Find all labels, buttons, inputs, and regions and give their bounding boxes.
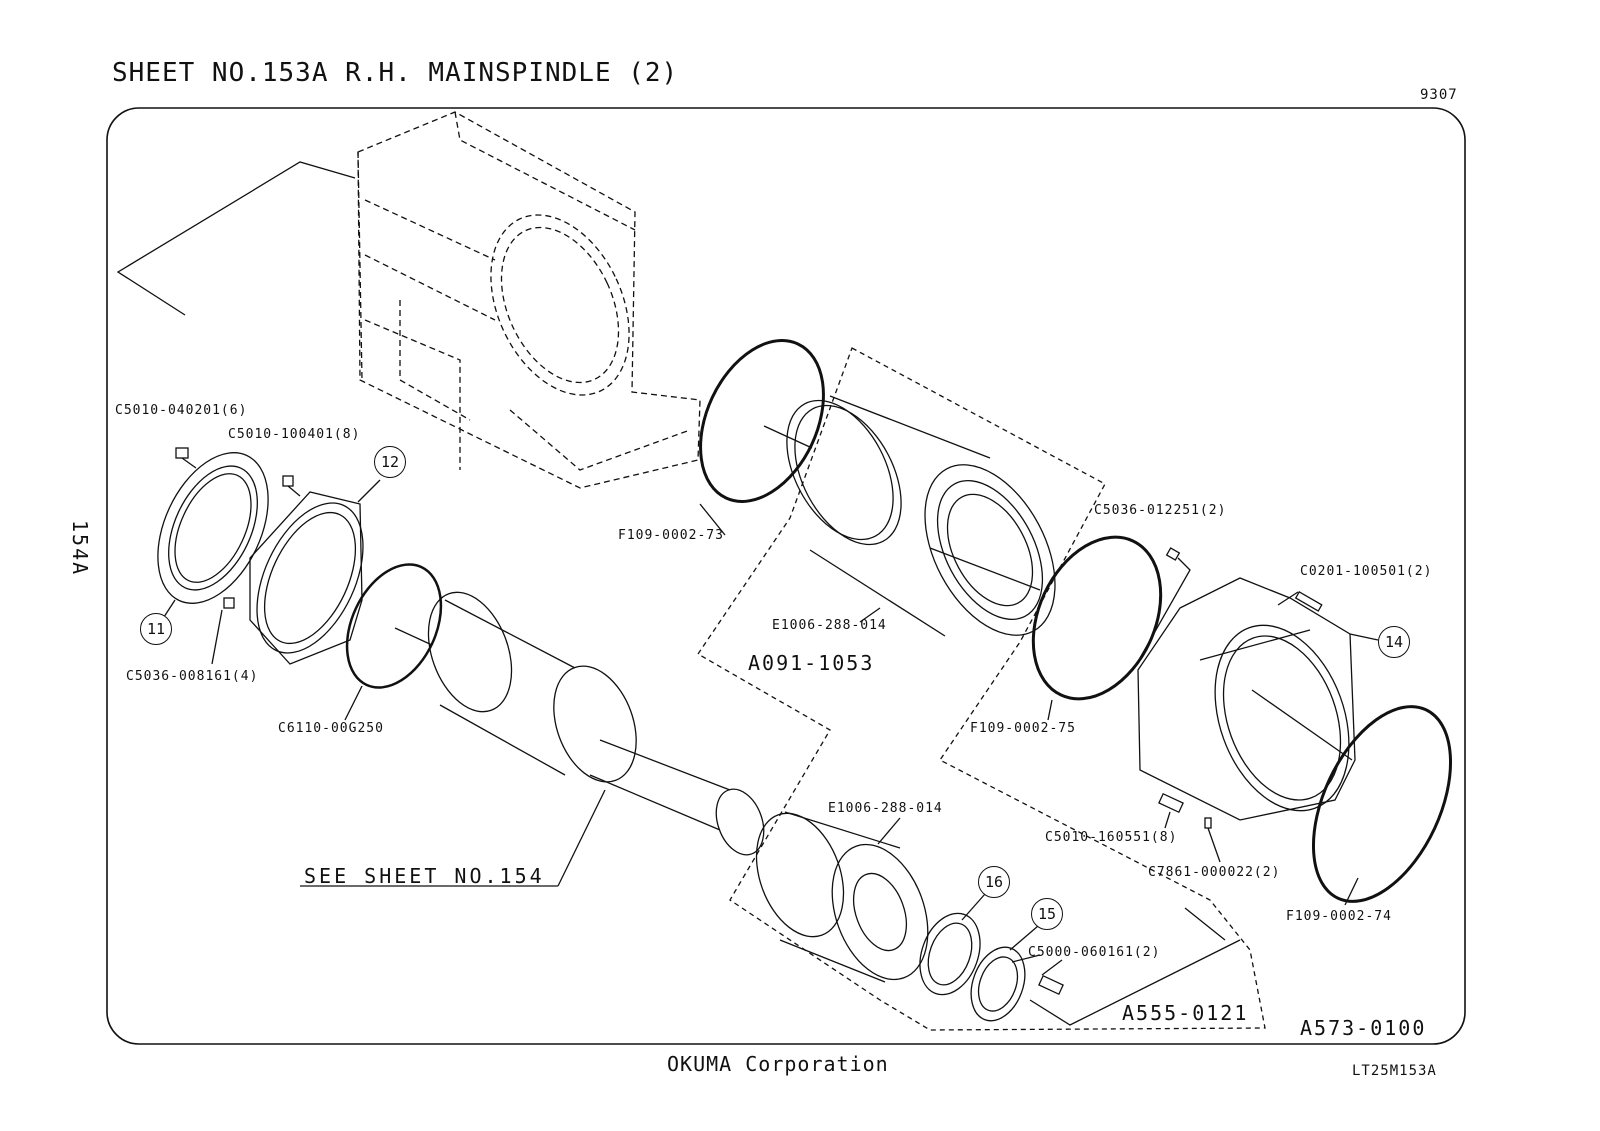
label-c7861-000022: C7861-000022(2) — [1148, 865, 1281, 880]
label-c5010-100401: C5010-100401(8) — [228, 427, 361, 442]
label-a573-0100: A573-0100 — [1300, 1016, 1427, 1040]
bearing-cartridge-upper — [786, 395, 1056, 637]
label-a091-1053: A091-1053 — [748, 651, 875, 675]
callout-12: 12 — [374, 446, 406, 478]
label-c5010-040201: C5010-040201(6) — [115, 403, 248, 418]
company-name: OKUMA Corporation — [667, 1052, 889, 1076]
drawing-frame — [106, 107, 1466, 1045]
o-ring-75 — [1031, 535, 1163, 701]
label-c0201-100501: C0201-100501(2) — [1300, 564, 1433, 579]
label-c5000-060161: C5000-060161(2) — [1028, 945, 1161, 960]
bearing-cartridge-lower — [755, 811, 929, 983]
sheet-title: SHEET NO.153A R.H. MAINSPINDLE (2) — [112, 58, 679, 88]
callout-16: 16 — [978, 866, 1010, 898]
label-c6110-00g250: C6110-00G250 — [278, 721, 384, 736]
label-c5036-008161: C5036-008161(4) — [126, 669, 259, 684]
collar-16 — [919, 912, 981, 996]
left-cover-11 — [157, 452, 269, 604]
label-see-sheet-154: SEE SHEET NO.154 — [304, 864, 545, 888]
locknut-15 — [970, 946, 1026, 1022]
assembly-a091-outline — [697, 347, 1266, 1031]
label-c5036-012251: C5036-012251(2) — [1094, 503, 1227, 518]
label-f109-0002-74: F109-0002-74 — [1286, 909, 1392, 924]
label-f109-0002-73: F109-0002-73 — [618, 528, 724, 543]
headstock-housing — [357, 111, 701, 489]
o-ring-g250 — [345, 563, 443, 689]
housing-leader — [116, 161, 356, 316]
front-flange-12 — [249, 491, 364, 665]
label-f109-0002-75: F109-0002-75 — [970, 721, 1076, 736]
sheet-code: 9307 — [1420, 87, 1458, 103]
o-ring-74 — [1311, 705, 1453, 903]
label-a555-0121: A555-0121 — [1122, 1001, 1249, 1025]
rear-flange-housing — [1137, 577, 1356, 821]
o-ring-73 — [699, 339, 825, 503]
spindle-assembly — [427, 591, 765, 856]
callout-11: 11 — [140, 613, 172, 645]
side-label: 154A — [68, 520, 92, 577]
label-c5010-160551: C5010-160551(8) — [1045, 830, 1178, 845]
label-e1006-288-014-upper: E1006-288-014 — [772, 618, 887, 633]
callout-14: 14 — [1378, 626, 1410, 658]
label-e1006-288-014-lower: E1006-288-014 — [828, 801, 943, 816]
callout-15: 15 — [1031, 898, 1063, 930]
drawing-id: LT25M153A — [1352, 1063, 1437, 1079]
